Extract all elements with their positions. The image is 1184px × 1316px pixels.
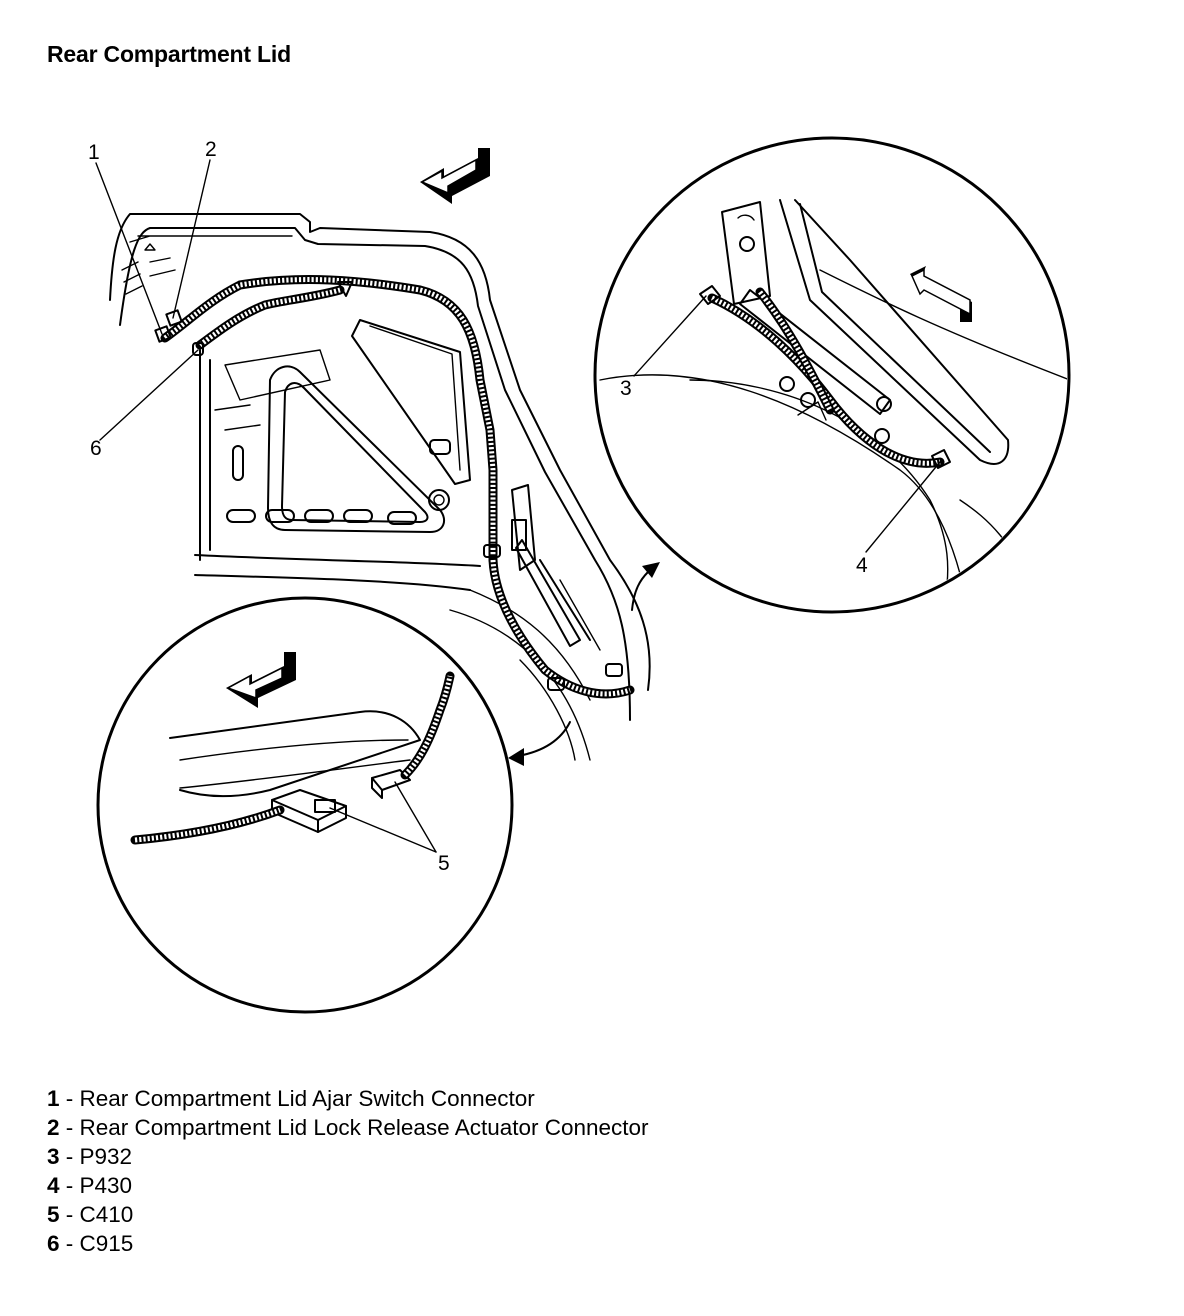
curved-arrow-up-icon <box>631 562 660 611</box>
callout-5: 5 <box>329 781 450 875</box>
legend: 1 - Rear Compartment Lid Ajar Switch Con… <box>47 1084 649 1258</box>
detail-circle-bottom <box>96 596 514 1014</box>
callout-number: 2 <box>205 138 217 161</box>
legend-item: 1 - Rear Compartment Lid Ajar Switch Con… <box>47 1086 535 1111</box>
legend-item: 3 - P932 <box>47 1144 133 1169</box>
callout-3: 3 <box>620 295 707 400</box>
legend-item: 6 - C915 <box>47 1231 134 1256</box>
forward-arrow-right-icon <box>910 266 972 322</box>
forward-arrow-icon <box>420 148 490 204</box>
legend-item: 5 - C410 <box>47 1202 134 1227</box>
detail-circle-right <box>593 136 1071 614</box>
callout-number: 5 <box>438 852 450 875</box>
callout-4: 4 <box>856 461 941 577</box>
callout-2: 2 <box>172 138 217 319</box>
forward-arrow-bottom-icon <box>226 652 296 708</box>
callout-number: 1 <box>88 141 100 164</box>
callout-number: 4 <box>856 554 868 577</box>
callout-6: 6 <box>90 349 199 460</box>
legend-item: 2 - Rear Compartment Lid Lock Release Ac… <box>47 1115 649 1140</box>
callout-number: 3 <box>620 377 632 400</box>
callout-1: 1 <box>88 141 163 335</box>
page-title: Rear Compartment Lid <box>47 41 291 67</box>
callout-number: 6 <box>90 437 102 460</box>
main-lid-view <box>109 213 651 761</box>
legend-item: 4 - P430 <box>47 1173 133 1198</box>
curved-arrow-down-icon <box>508 721 571 766</box>
